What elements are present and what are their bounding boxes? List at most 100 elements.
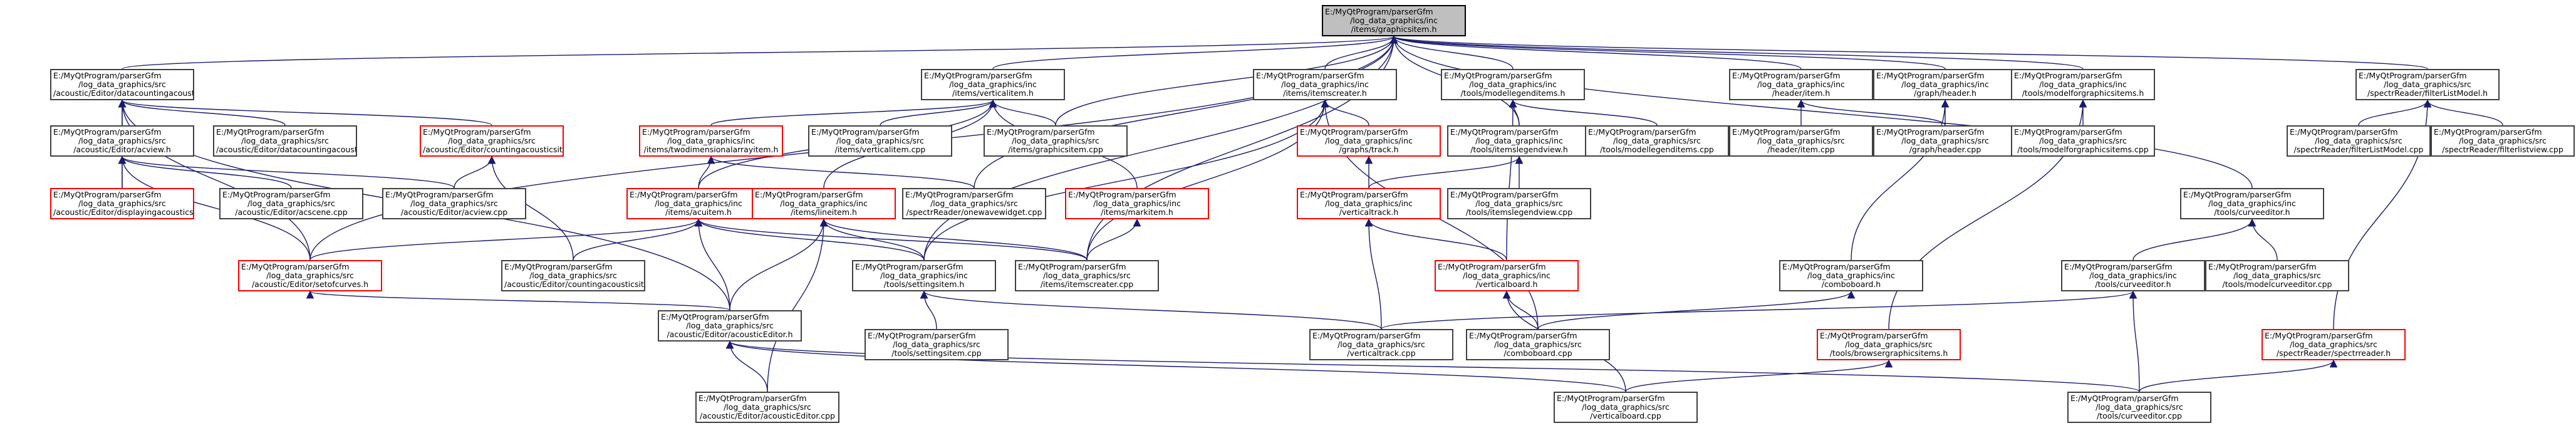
include-edge: [726, 340, 1626, 392]
file-node[interactable]: E:/MyQtProgram/parserGfm/log_data_graphi…: [626, 188, 771, 219]
node-label-line: /log_data_graphics/src: [2096, 402, 2183, 412]
file-node[interactable]: E:/MyQtProgram/parserGfm/log_data_graphi…: [2011, 69, 2155, 100]
node-label-line: /items/graphicsitem.h: [1351, 24, 1437, 34]
node-label-line: /spectrReader/spectrreader.h: [2276, 348, 2391, 358]
include-edge: [306, 290, 730, 311]
file-node[interactable]: E:/MyQtProgram/parserGfm/log_data_graphi…: [1447, 125, 1591, 157]
file-node[interactable]: E:/MyQtProgram/parserGfm/log_data_graphi…: [921, 69, 1065, 100]
file-node[interactable]: E:/MyQtProgram/parserGfm/log_data_graphi…: [219, 188, 363, 219]
file-node[interactable]: E:/MyQtProgram/parserGfm/log_data_graphi…: [1015, 260, 1159, 291]
file-node[interactable]: E:/MyQtProgram/parserGfm/log_data_graphi…: [2067, 392, 2211, 423]
node-label-line: /tools/curveeditor.h: [2214, 207, 2290, 217]
file-node[interactable]: E:/MyQtProgram/parserGfm/log_data_graphi…: [238, 260, 382, 291]
node-label-line: /log_data_graphics/inc: [1807, 271, 1895, 280]
node-label-line: /log_data_graphics/src: [410, 199, 498, 208]
file-node[interactable]: E:/MyQtProgram/parserGfm/log_data_graphi…: [1873, 125, 2017, 157]
include-edge: [974, 35, 1398, 189]
file-node[interactable]: E:/MyQtProgram/parserGfm/log_data_graphi…: [1729, 125, 1873, 157]
file-node[interactable]: E:/MyQtProgram/parserGfm/log_data_graphi…: [1585, 125, 1729, 157]
file-node[interactable]: E:/MyQtProgram/parserGfm/log_data_graphi…: [1729, 69, 1873, 100]
node-label-line: E:/MyQtProgram/parserGfm: [2014, 71, 2122, 80]
include-edge: [1389, 35, 1802, 70]
file-node[interactable]: E:/MyQtProgram/parserGfm/log_data_graphi…: [865, 329, 1009, 360]
file-node[interactable]: E:/MyQtProgram/parserGfm/log_data_graphi…: [50, 188, 194, 219]
file-node[interactable]: E:/MyQtProgram/parserGfm/log_data_graphi…: [501, 260, 645, 291]
node-label-line: E:/MyQtProgram/parserGfm: [755, 190, 863, 199]
file-node[interactable]: E:/MyQtProgram/parserGfm/log_data_graphi…: [1309, 329, 1453, 360]
file-node[interactable]: E:/MyQtProgram/parserGfm/log_data_graphi…: [902, 188, 1046, 219]
file-node[interactable]: E:/MyQtProgram/parserGfm/log_data_graphi…: [2431, 125, 2575, 157]
file-node[interactable]: E:/MyQtProgram/parserGfm/log_data_graphi…: [808, 125, 952, 157]
file-node[interactable]: E:/MyQtProgram/parserGfm/log_data_graphi…: [1435, 260, 1579, 291]
node-label-line: /items/markitem.h: [1101, 207, 1173, 217]
file-node[interactable]: E:/MyQtProgram/parserGfm/log_data_graphi…: [1297, 188, 1441, 219]
node-label-line: /log_data_graphics/inc: [2208, 199, 2296, 208]
file-node[interactable]: E:/MyQtProgram/parserGfm/log_data_graphi…: [382, 188, 526, 219]
file-node[interactable]: E:/MyQtProgram/parserGfm/log_data_graphi…: [420, 125, 564, 157]
node-label-line: /items/verticalitem.h: [952, 88, 1034, 98]
node-label-line: /log_data_graphics/src: [266, 271, 354, 280]
node-label-line: /log_data_graphics/inc: [949, 80, 1037, 89]
node-label-line: E:/MyQtProgram/parserGfm: [2070, 394, 2179, 403]
file-node[interactable]: E:/MyQtProgram/parserGfm/log_data_graphi…: [658, 310, 802, 342]
include-edge: [920, 290, 937, 330]
node-label-line: /tools/itemslegendview.h: [1470, 145, 1568, 154]
node-label-line: E:/MyQtProgram/parserGfm: [1450, 190, 1559, 199]
include-edge: [2358, 99, 2432, 126]
file-node[interactable]: E:/MyQtProgram/parserGfm/log_data_graphi…: [213, 125, 357, 157]
file-node[interactable]: E:/MyQtProgram/parserGfm/log_data_graphi…: [2011, 125, 2155, 157]
include-edge: [122, 35, 1398, 70]
node-label-line: E:/MyQtProgram/parserGfm: [661, 312, 769, 321]
node-label-line: /items/verticalitem.cpp: [834, 145, 926, 154]
include-edge: [1502, 290, 1539, 330]
node-label-line: /log_data_graphics/inc: [1469, 80, 1557, 89]
node-label-line: E:/MyQtProgram/parserGfm: [1300, 127, 1408, 137]
include-edge: [1368, 155, 1524, 189]
node-label-line: /tools/modelforgraphicsitems.cpp: [2017, 145, 2149, 154]
node-label-line: /log_data_graphics/src: [2039, 136, 2127, 145]
node-label-line: /log_data_graphics/inc: [1281, 80, 1369, 89]
node-label-line: /log_data_graphics/src: [2233, 271, 2321, 280]
node-label-line: /log_data_graphics/src: [1845, 340, 1933, 349]
include-edge: [309, 218, 703, 261]
file-node[interactable]: E:/MyQtProgram/parserGfm/log_data_graphi…: [984, 125, 1128, 157]
file-node[interactable]: E:/MyQtProgram/parserGfm/log_data_graphi…: [2180, 188, 2324, 219]
node-label-line: /log_data_graphics/src: [1043, 271, 1131, 280]
file-node[interactable]: E:/MyQtProgram/parserGfm/log_data_graphi…: [1873, 69, 2017, 100]
include-edge: [694, 218, 1088, 261]
file-node[interactable]: E:/MyQtProgram/parserGfm/log_data_graphi…: [1447, 188, 1591, 219]
file-node[interactable]: E:/MyQtProgram/parserGfm/log_data_graphi…: [1441, 69, 1585, 100]
file-node[interactable]: E:/MyQtProgram/parserGfm/log_data_graphi…: [1253, 69, 1397, 100]
file-node[interactable]: E:/MyQtProgram/parserGfm/log_data_graphi…: [2205, 260, 2349, 291]
file-node[interactable]: E:/MyQtProgram/parserGfm/log_data_graphi…: [752, 188, 896, 219]
include-edge: [118, 155, 292, 189]
file-node[interactable]: E:/MyQtProgram/parserGfm/log_data_graphi…: [639, 125, 783, 157]
node-label-line: E:/MyQtProgram/parserGfm: [1469, 331, 1577, 340]
file-node[interactable]: E:/MyQtProgram/parserGfm/log_data_graphi…: [1065, 188, 1209, 219]
file-node[interactable]: E:/MyQtProgram/parserGfm/log_data_graphi…: [1297, 125, 1441, 157]
node-label-line: /spectrReader/filterlistview.cpp: [2442, 145, 2563, 154]
node-label-line: E:/MyQtProgram/parserGfm: [1438, 262, 1546, 271]
root-node[interactable]: E:/MyQtProgram/parserGfm/log_data_graphi…: [1322, 5, 1466, 36]
file-node[interactable]: E:/MyQtProgram/parserGfm/log_data_graphi…: [1554, 392, 1698, 423]
node-label-line: /log_data_graphics/src: [1012, 136, 1099, 145]
node-label-line: /log_data_graphics/src: [529, 271, 617, 280]
file-node[interactable]: E:/MyQtProgram/parserGfm/log_data_graphi…: [1466, 329, 1610, 360]
file-node[interactable]: E:/MyQtProgram/parserGfm/log_data_graphi…: [2262, 329, 2406, 360]
node-label-line: /verticalboard.cpp: [1590, 411, 1661, 420]
file-node[interactable]: E:/MyQtProgram/parserGfm/log_data_graphi…: [695, 392, 839, 423]
node-label-line: /log_data_graphics/inc: [2039, 80, 2127, 89]
node-label-line: E:/MyQtProgram/parserGfm: [2014, 127, 2122, 137]
file-node[interactable]: E:/MyQtProgram/parserGfm/log_data_graphi…: [50, 125, 194, 157]
file-node[interactable]: E:/MyQtProgram/parserGfm/log_data_graphi…: [852, 260, 996, 291]
file-node[interactable]: E:/MyQtProgram/parserGfm/log_data_graphi…: [1817, 329, 1961, 360]
file-node[interactable]: E:/MyQtProgram/parserGfm/log_data_graphi…: [2355, 69, 2500, 100]
file-node[interactable]: E:/MyQtProgram/parserGfm/log_data_graphi…: [2061, 260, 2205, 291]
node-label-line: /log_data_graphics/src: [1901, 136, 1989, 145]
include-edge: [1390, 35, 2428, 70]
file-node[interactable]: E:/MyQtProgram/parserGfm/log_data_graphi…: [50, 69, 194, 100]
file-node[interactable]: E:/MyQtProgram/parserGfm/log_data_graphi…: [1779, 260, 1923, 291]
node-label-line: /log_data_graphics/src: [836, 136, 924, 145]
file-node[interactable]: E:/MyQtProgram/parserGfm/log_data_graphi…: [2287, 125, 2431, 157]
node-label-line: E:/MyQtProgram/parserGfm: [905, 190, 1014, 199]
